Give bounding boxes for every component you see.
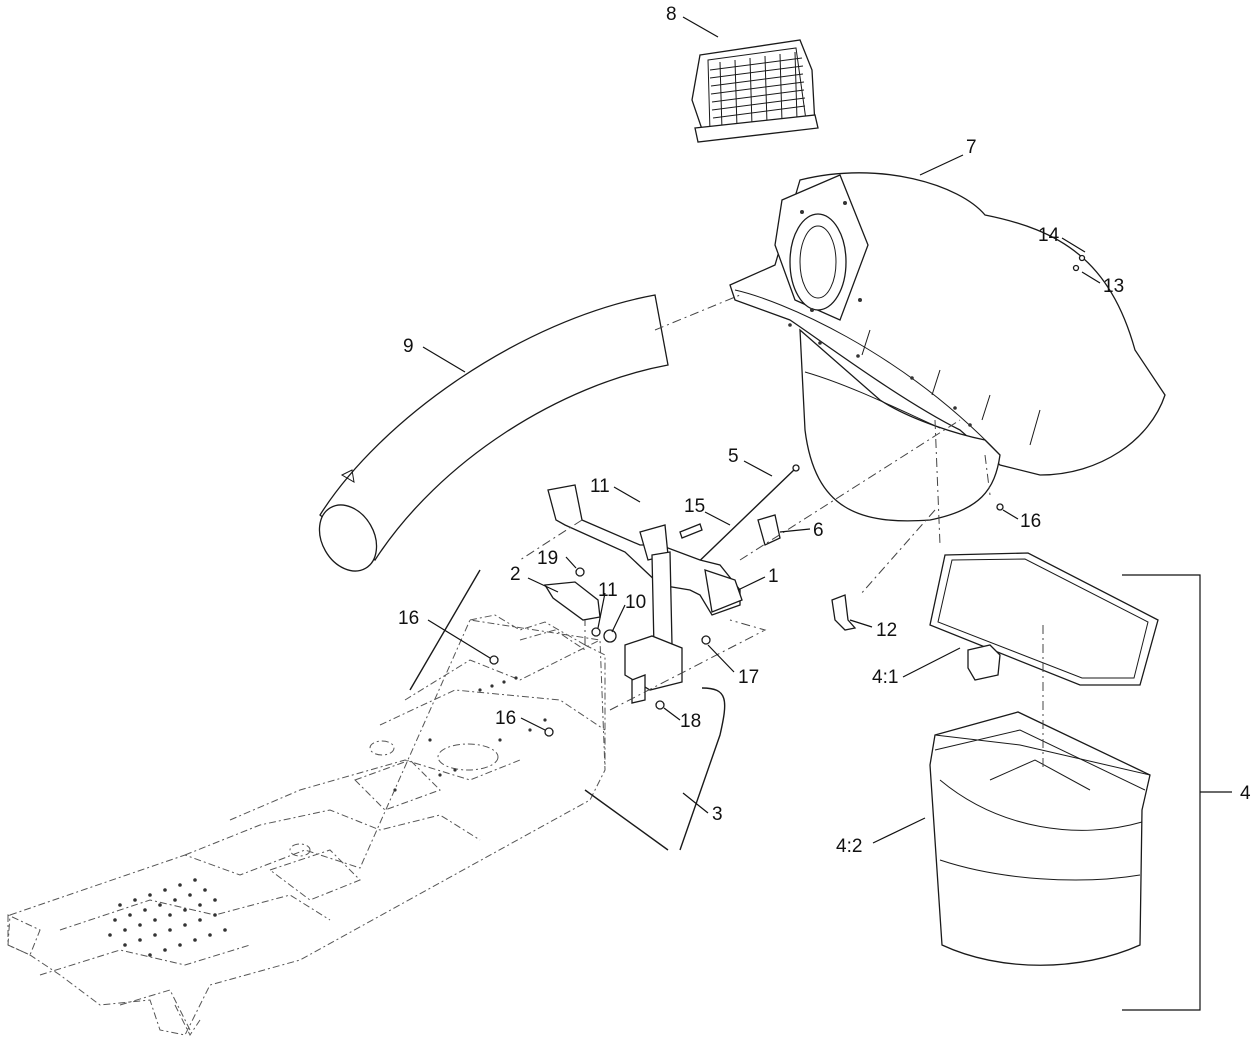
label-part-16-bottom: 16 <box>495 708 516 729</box>
label-part-14: 14 <box>1038 225 1060 246</box>
part-9-chute-tube <box>318 294 669 572</box>
part-2-plate <box>543 581 601 621</box>
label-part-9: 9 <box>403 336 414 357</box>
part-6-clip <box>757 514 781 546</box>
label-part-4-1: 4:1 <box>872 667 898 688</box>
label-part-13: 13 <box>1103 276 1124 297</box>
label-part-16-left: 16 <box>398 608 419 629</box>
label-part-1: 1 <box>768 566 779 587</box>
callout-labels: 8 7 14 13 9 5 11 15 6 16 19 2 1 11 10 16… <box>398 4 1251 857</box>
label-part-12: 12 <box>876 620 897 641</box>
part-7-hopper-lid <box>729 172 1166 522</box>
label-part-8: 8 <box>666 4 677 25</box>
part-12-latch <box>831 594 857 631</box>
label-part-17: 17 <box>738 667 759 688</box>
frame-holes <box>108 676 547 957</box>
label-part-16-right: 16 <box>1020 511 1041 532</box>
part-4-2-bag <box>929 711 1151 966</box>
hitch-bracket <box>624 635 683 704</box>
part-5-rod <box>687 464 800 573</box>
label-part-10: 10 <box>625 592 646 613</box>
label-part-2: 2 <box>510 564 521 585</box>
tractor-frame <box>7 614 606 1036</box>
label-part-4: 4 <box>1240 783 1251 804</box>
label-part-7: 7 <box>966 137 977 158</box>
hardware <box>489 254 1086 737</box>
part-3-rod <box>409 569 726 851</box>
label-part-5: 5 <box>728 446 739 467</box>
label-part-6: 6 <box>813 520 824 541</box>
label-part-11-top: 11 <box>590 476 610 497</box>
label-part-19: 19 <box>537 548 558 569</box>
label-part-15: 15 <box>684 496 705 517</box>
label-part-18: 18 <box>680 711 701 732</box>
label-part-3: 3 <box>712 804 723 825</box>
label-part-4-2: 4:2 <box>836 836 862 857</box>
part-4-1-frame <box>929 552 1159 686</box>
label-part-11-mid: 11 <box>598 580 618 601</box>
part-1-mount-bracket <box>547 484 743 649</box>
leader-lines <box>422 16 1101 844</box>
assembly-guides <box>519 294 1044 770</box>
part-8-screen <box>691 39 819 143</box>
